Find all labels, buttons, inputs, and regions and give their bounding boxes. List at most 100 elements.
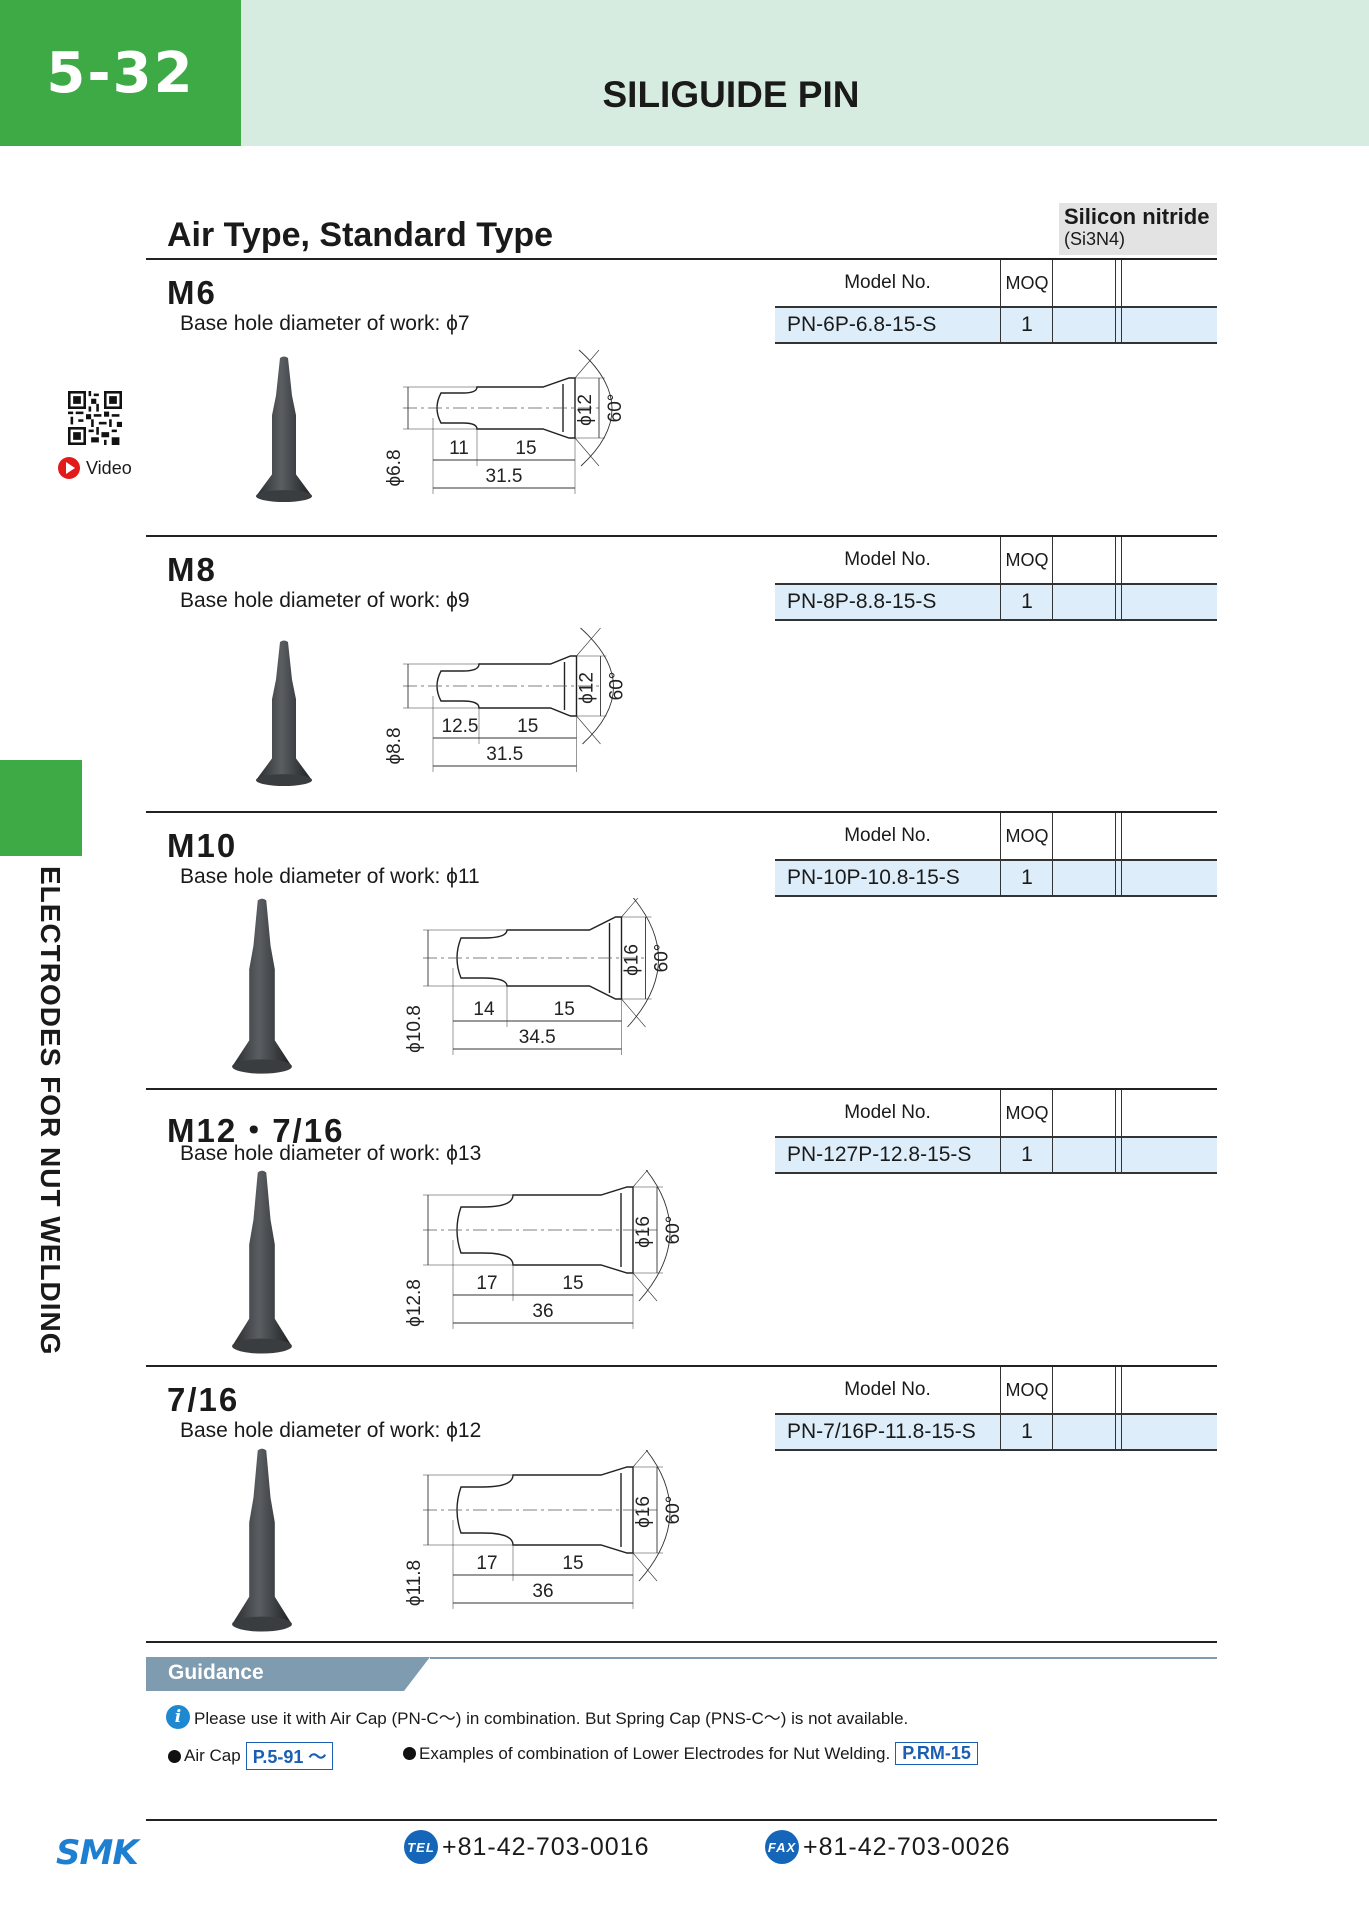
model-number[interactable]: PN-127P-12.8-15-S xyxy=(787,1143,972,1166)
dim-total-length: 31.5 xyxy=(486,466,523,487)
size-heading: 7/16 xyxy=(167,1381,240,1418)
dim-tip-diameter: ϕ10.8 xyxy=(404,1005,425,1053)
material-badge xyxy=(1059,203,1217,255)
moq-header: MOQ xyxy=(1005,1102,1049,1123)
moq-header: MOQ xyxy=(1005,549,1049,570)
fax-number: +81-42-703-0026 xyxy=(803,1832,1011,1861)
section-divider xyxy=(146,1088,1217,1090)
moq-header: MOQ xyxy=(1005,272,1049,293)
dim-total-length: 36 xyxy=(532,1581,553,1602)
phone-contact[interactable]: TEL +81-42-703-0016 xyxy=(404,1830,650,1864)
guidance-bar xyxy=(146,1657,1217,1691)
table-row xyxy=(775,1415,1217,1449)
page-number: 5-32 xyxy=(46,40,195,106)
reference-link[interactable]: P.5-91 〜 xyxy=(245,1742,334,1770)
dim-flange-diameter: ϕ16 xyxy=(622,944,643,976)
side-tab-label: ELECTRODES FOR NUT WELDING xyxy=(35,866,66,1356)
model-table: Model No. MOQ PN-8P-8.8-15-S 1 xyxy=(775,537,1217,621)
bullet-icon xyxy=(403,1747,416,1760)
moq-value: 1 xyxy=(1021,1420,1033,1443)
dim-angle: 60° xyxy=(607,672,628,701)
dim-angle: 60° xyxy=(605,394,626,423)
moq-value: 1 xyxy=(1021,1143,1033,1166)
phone-icon: TEL xyxy=(404,1830,438,1864)
guidance-note-text: Please use it with Air Cap (PN-C〜) in co… xyxy=(194,1709,909,1728)
reference-text: Examples of combination of Lower Electro… xyxy=(419,1743,891,1763)
dimension-drawing: ϕ10.8 ϕ16 60° 14 15 34.5 xyxy=(404,898,673,1055)
video-link[interactable]: Video xyxy=(58,457,132,479)
moq-value: 1 xyxy=(1021,590,1033,613)
page-title: SILIGUIDE PIN xyxy=(602,74,860,115)
table-row xyxy=(775,861,1217,895)
footer-divider xyxy=(146,1819,1217,1821)
product-photo xyxy=(232,1170,292,1354)
reference-lower-electrodes: Examples of combination of Lower Electro… xyxy=(403,1742,978,1765)
play-icon xyxy=(58,457,80,479)
dim-total-length: 36 xyxy=(532,1301,553,1322)
fax-icon: FAX xyxy=(765,1830,799,1864)
model-header: Model No. xyxy=(844,825,931,846)
dim-length-b: 15 xyxy=(562,1553,583,1574)
model-number[interactable]: PN-8P-8.8-15-S xyxy=(787,590,937,613)
section-divider xyxy=(146,258,1217,260)
base-hole-text: Base hole diameter of work: ϕ9 xyxy=(180,589,470,612)
dim-tip-diameter: ϕ11.8 xyxy=(404,1560,425,1606)
header-band xyxy=(241,0,1369,146)
section-divider xyxy=(146,1641,1217,1643)
dim-angle: 60° xyxy=(663,1216,684,1245)
model-table: Model No. MOQ PN-127P-12.8-15-S 1 xyxy=(775,1090,1217,1174)
model-number[interactable]: PN-7/16P-11.8-15-S xyxy=(787,1420,976,1443)
model-number[interactable]: PN-10P-10.8-15-S xyxy=(787,866,960,889)
dim-tip-diameter: ϕ8.8 xyxy=(384,727,405,764)
model-number[interactable]: PN-6P-6.8-15-S xyxy=(787,313,937,336)
brand-logo: SMK xyxy=(56,1833,139,1873)
base-hole-text: Base hole diameter of work: ϕ13 xyxy=(180,1142,482,1165)
dim-angle: 60° xyxy=(652,944,673,973)
size-heading: M8 xyxy=(167,551,217,588)
dim-flange-diameter: ϕ12 xyxy=(577,672,598,704)
model-header: Model No. xyxy=(844,272,931,293)
dim-length-b: 15 xyxy=(554,999,575,1020)
dim-flange-diameter: ϕ16 xyxy=(633,1216,654,1248)
dim-total-length: 34.5 xyxy=(519,1027,556,1048)
material-name: Silicon nitride xyxy=(1064,204,1210,229)
side-tab-marker xyxy=(0,760,82,856)
base-hole-text: Base hole diameter of work: ϕ12 xyxy=(180,1419,482,1442)
section-divider xyxy=(146,1365,1217,1367)
product-photo xyxy=(232,1448,292,1632)
bullet-icon xyxy=(168,1749,181,1763)
section-title: Air Type, Standard Type xyxy=(167,216,554,254)
guidance-note: i Please use it with Air Cap (PN-C〜) in … xyxy=(166,1704,908,1729)
dim-tip-diameter: ϕ12.8 xyxy=(404,1279,425,1327)
dim-length-b: 15 xyxy=(517,716,538,737)
table-row xyxy=(775,1138,1217,1172)
reference-link[interactable]: P.RM-15 xyxy=(895,1742,978,1765)
material-formula: (Si3N4) xyxy=(1064,229,1126,249)
dim-length-a: 14 xyxy=(473,999,495,1020)
video-label: Video xyxy=(86,457,132,478)
moq-header: MOQ xyxy=(1005,825,1049,846)
model-header: Model No. xyxy=(844,549,931,570)
base-hole-text: Base hole diameter of work: ϕ7 xyxy=(180,312,470,335)
qr-code-icon[interactable] xyxy=(68,391,122,445)
dim-length-a: 12.5 xyxy=(442,716,479,737)
dim-length-b: 15 xyxy=(515,438,536,459)
model-header: Model No. xyxy=(844,1102,931,1123)
size-heading: M6 xyxy=(167,274,217,311)
page-number-box xyxy=(0,0,241,146)
size-heading: M10 xyxy=(167,827,238,864)
fax-contact[interactable]: FAX +81-42-703-0026 xyxy=(765,1830,1011,1864)
moq-value: 1 xyxy=(1021,313,1033,336)
dim-flange-diameter: ϕ16 xyxy=(633,1496,654,1528)
dim-flange-diameter: ϕ12 xyxy=(575,394,596,426)
model-table: Model No. MOQ PN-6P-6.8-15-S 1 xyxy=(775,260,1217,344)
section-divider xyxy=(146,535,1217,537)
product-photo xyxy=(232,898,292,1074)
reference-air-cap: Air Cap P.5-91 〜 xyxy=(168,1742,334,1770)
